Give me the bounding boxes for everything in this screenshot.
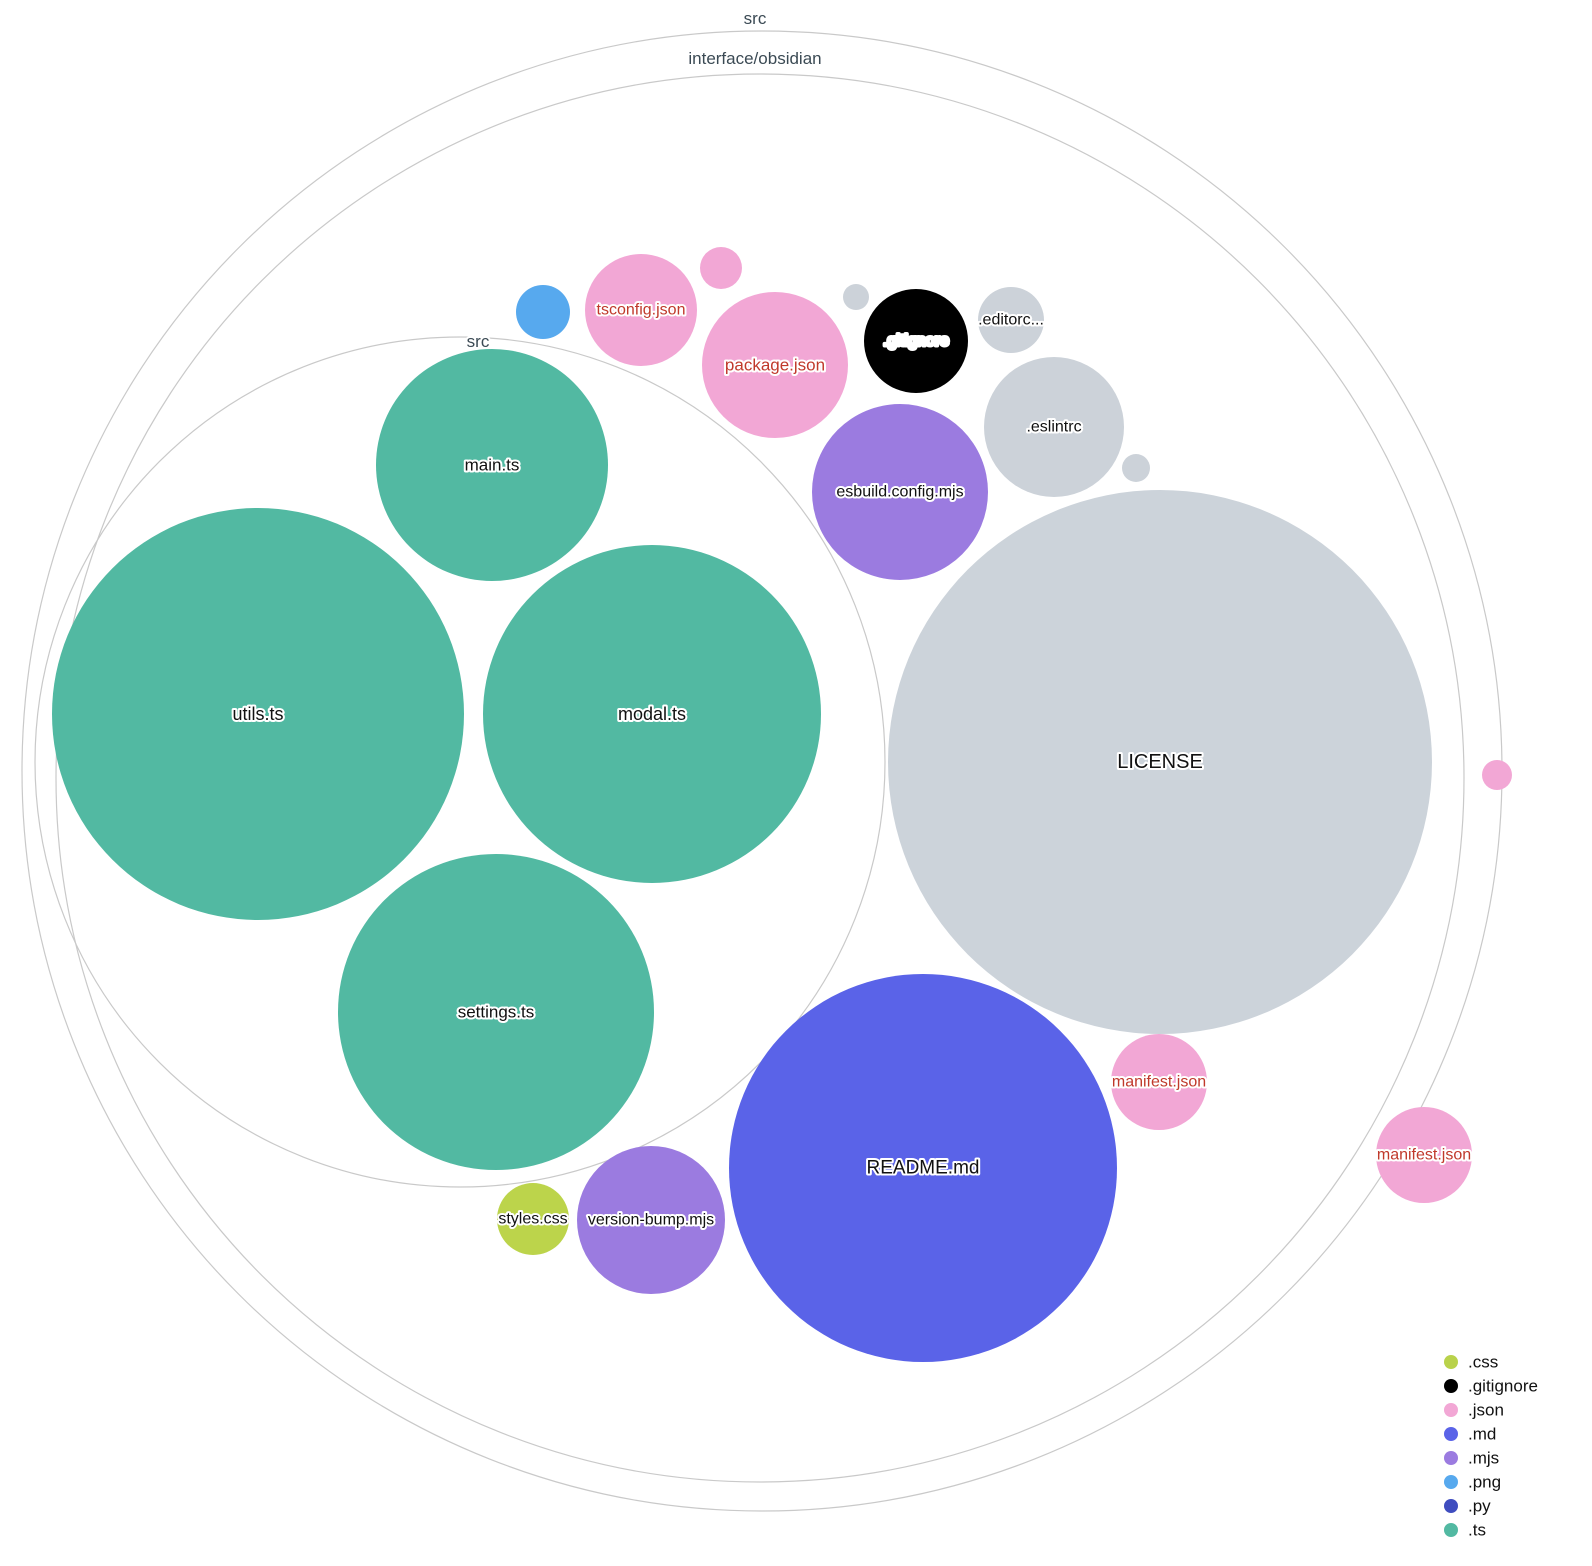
legend-dot-md [1444,1427,1458,1441]
legend-dot-css [1444,1355,1458,1369]
legend-dot-gitignore [1444,1379,1458,1393]
file-circle-editorc-10[interactable] [978,287,1044,353]
file-label-readme-md-17: README.md [867,1158,980,1179]
file-circle-manifest-json-20[interactable] [1376,1107,1472,1203]
file-label-tsconfig-json-5: tsconfig.json [597,302,686,319]
file-circle-unlabeled-file-8[interactable] [843,284,869,310]
file-circle-license-14[interactable] [888,490,1432,1034]
file-circle-eslintrc-11[interactable] [984,357,1124,497]
file-circle-unlabeled-file-12[interactable] [1122,454,1150,482]
file-label-version-bump-mjs-18: version-bump.mjs [588,1212,714,1229]
file-circle-unlabeled-json-6[interactable] [700,247,742,289]
file-circle-esbuild-config-mjs-13[interactable] [812,404,988,580]
file-label-manifest-json-16: manifest.json [1112,1074,1206,1091]
file-circle-utils-ts-0[interactable] [52,508,464,920]
file-label-eslintrc-11: .eslintrc [1026,419,1081,436]
legend-label-py: .py [1468,1497,1491,1516]
file-circle-modal-ts-1[interactable] [483,545,821,883]
file-label-modal-ts-1: modal.ts [618,704,686,724]
file-label-editorc-10: .editorc... [978,312,1044,329]
legend-label-json: .json [1468,1401,1504,1420]
file-circle-unlabeled-json-15[interactable] [1482,760,1512,790]
file-circle-package-json-7[interactable] [702,292,848,438]
folder-circle-src-inner[interactable] [34,336,886,1188]
legend-dot-mjs [1444,1451,1458,1465]
file-circle-main-ts-2[interactable] [376,349,608,581]
folder-circle-interface-obsidian[interactable] [55,73,1465,1483]
folder-label-src-root: src [744,9,767,28]
file-circle-settings-ts-3[interactable] [338,854,654,1170]
file-circle-tsconfig-json-5[interactable] [585,254,697,366]
file-label-utils-ts-0: utils.ts [232,704,283,724]
file-label-esbuild-config-mjs-13: esbuild.config.mjs [836,484,963,501]
file-label-main-ts-2: main.ts [465,456,520,475]
legend-label-ts: .ts [1468,1521,1486,1540]
file-circle-styles-css-19[interactable] [497,1183,569,1255]
file-label-styles-css-19: styles.css [498,1211,567,1228]
legend-label-gitignore: .gitignore [1468,1377,1538,1396]
file-circle-manifest-json-16[interactable] [1111,1034,1207,1130]
file-circle-gitignore-9[interactable] [864,289,968,393]
legend-dot-ts [1444,1523,1458,1537]
legend-label-md: .md [1468,1425,1496,1444]
legend-dot-png [1444,1475,1458,1489]
file-circle-unlabeled-png-4[interactable] [516,285,570,339]
legend-label-css: .css [1468,1353,1498,1372]
file-circle-version-bump-mjs-18[interactable] [577,1146,725,1294]
file-label-gitignore-9: .gitignore [883,333,949,350]
legend-label-mjs: .mjs [1468,1449,1499,1468]
legend-dot-json [1444,1403,1458,1417]
folder-label-interface-obsidian: interface/obsidian [688,49,821,68]
file-label-package-json-7: package.json [725,356,825,375]
file-label-license-14: LICENSE [1117,751,1203,773]
file-label-settings-ts-3: settings.ts [458,1003,535,1022]
legend-label-png: .png [1468,1473,1501,1492]
file-circle-readme-md-17[interactable] [729,974,1117,1362]
folder-label-src-inner: src [467,332,490,351]
file-label-manifest-json-20: manifest.json [1377,1147,1471,1164]
legend-dot-py [1444,1499,1458,1513]
